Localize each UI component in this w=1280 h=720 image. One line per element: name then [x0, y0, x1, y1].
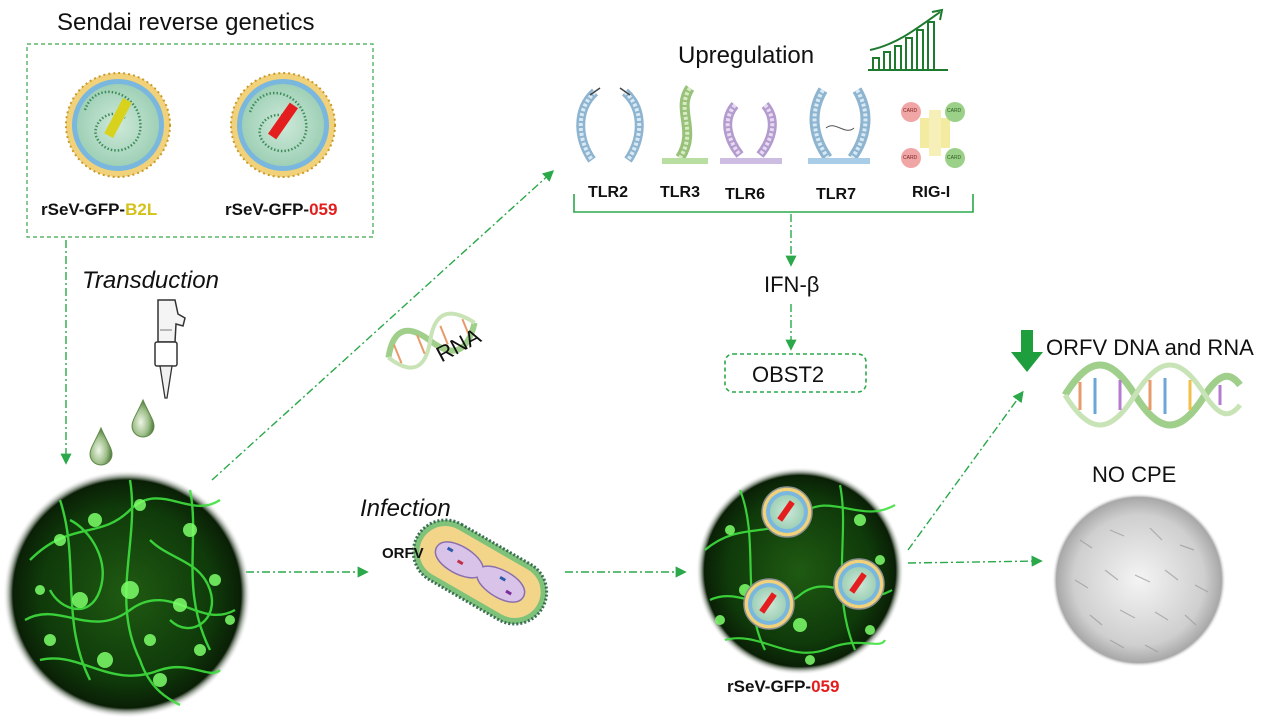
vector-label-suffix: 059 [309, 200, 338, 219]
arrow-rna [211, 170, 555, 481]
obst-label: OBST2 [752, 362, 825, 387]
result-product-label: rSeV-GFP-059 [727, 677, 840, 696]
virion-059 [833, 558, 885, 610]
orfv-virion-icon [411, 518, 549, 626]
upregulation-chart-icon [868, 8, 948, 71]
tlr2-icon [576, 87, 644, 163]
no-cpe-cells-image [1052, 493, 1226, 667]
droplet-icon [131, 398, 155, 438]
arrow-to-dna [907, 390, 1024, 551]
upregulation-label: Upregulation [678, 42, 815, 69]
receptor-label: TLR6 [725, 186, 765, 203]
virion-b2l [65, 72, 171, 178]
obst-box [724, 353, 867, 393]
ifn-label: IFN-β [764, 272, 820, 297]
rig-i-icon [901, 102, 965, 168]
virus-label: ORFV [382, 545, 424, 562]
arrow-to-cpe [907, 555, 1043, 567]
step-transduction: Transduction [82, 267, 219, 294]
tlr7-icon [808, 87, 871, 164]
vector-label-b2l: rSeV-GFP-B2L [41, 200, 157, 220]
card-domain-label: CARD [947, 108, 962, 114]
card-domain-label: CARD [903, 108, 918, 114]
vector-label-059: rSeV-GFP-059 [225, 200, 337, 220]
receptor-bracket [573, 194, 974, 213]
vector-label-suffix: B2L [125, 200, 158, 219]
dna-helix-icon [1062, 361, 1243, 429]
diagram-title: Sendai reverse genetics [57, 9, 315, 36]
step-infection: Infection [360, 495, 451, 522]
virion-059 [743, 578, 795, 630]
tlr3-icon [662, 85, 708, 164]
virion-059 [230, 72, 336, 178]
receptor-label: RIG-I [912, 184, 951, 201]
vector-label-prefix: rSeV-GFP- [41, 200, 126, 219]
card-domain-label: CARD [947, 155, 962, 161]
outcome-dna-label: ORFV DNA and RNA [1046, 335, 1254, 360]
vector-label-prefix: rSeV-GFP- [225, 200, 310, 219]
card-domain-label: CARD [903, 155, 918, 161]
tlr6-icon [720, 102, 782, 164]
gfp-cells-image [3, 470, 251, 718]
receptor-label: TLR3 [660, 184, 700, 201]
vector-box [26, 43, 374, 238]
receptor-label: TLR2 [588, 184, 628, 201]
rna-helix-icon [385, 311, 478, 370]
outcome-cpe-label: NO CPE [1092, 462, 1177, 487]
droplet-icon [89, 426, 113, 466]
pipette-icon [154, 299, 186, 399]
receptor-label: TLR7 [816, 186, 856, 203]
virion-059 [761, 486, 813, 538]
down-arrow-icon [1011, 330, 1043, 372]
